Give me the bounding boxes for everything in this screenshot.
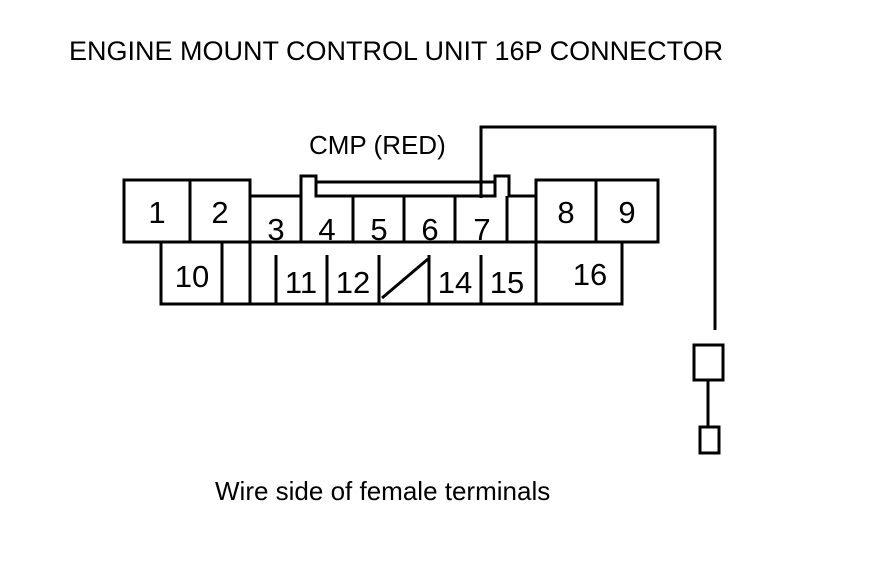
pin-9: 9 [618,195,635,230]
caption: Wire side of female terminals [215,476,551,506]
pin-11: 11 [285,265,317,300]
pin-5: 5 [370,212,387,247]
connector-outline [122,174,660,306]
pin-8: 8 [557,195,574,230]
diagram-title: ENGINE MOUNT CONTROL UNIT 16P CONNECTOR [69,36,724,66]
pin-16: 16 [573,257,607,292]
pin-3: 3 [267,212,284,247]
pin-12: 12 [336,265,370,300]
pin-4: 4 [318,212,335,247]
pin-14: 14 [438,265,472,300]
pin-1: 1 [148,195,165,230]
pin-10: 10 [175,259,209,294]
pin-15: 15 [490,265,524,300]
cmp-label: CMP (RED) [309,130,446,160]
test-wire [479,125,717,330]
test-connector-body [692,343,725,382]
pin-labels: 1 2 3 4 5 6 7 8 9 10 11 12 14 15 16 [148,195,635,300]
pin-2: 2 [211,195,228,230]
empty-cavity-slash [381,257,429,300]
pin-7: 7 [473,212,490,247]
test-connector-tip [698,425,721,455]
pin-6: 6 [421,212,438,247]
